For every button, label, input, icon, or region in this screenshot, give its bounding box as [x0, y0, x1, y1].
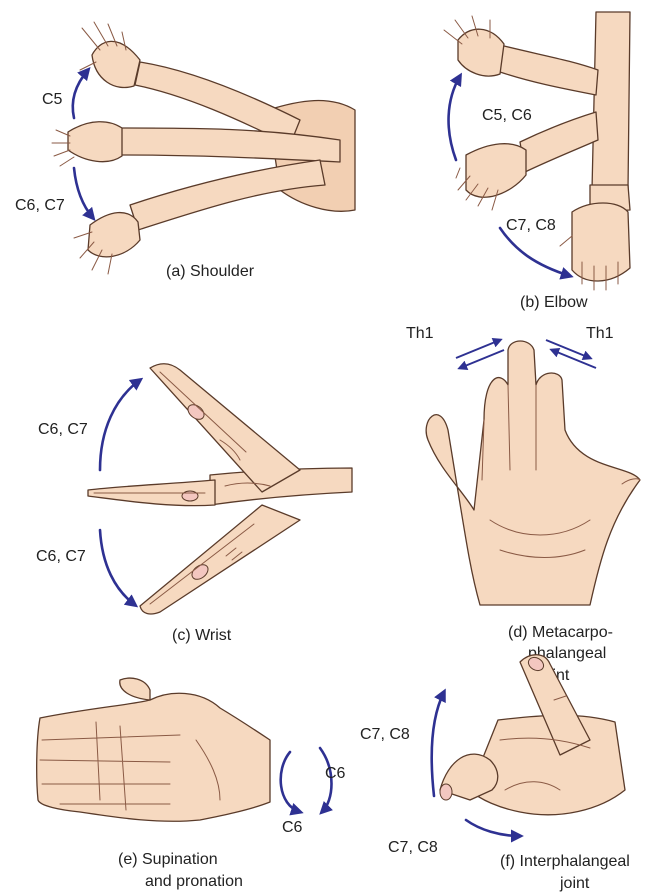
hand-middle — [466, 144, 526, 198]
thumb-e — [120, 678, 150, 700]
crease-down — [150, 524, 254, 604]
caption-a: (a) Shoulder — [166, 263, 255, 280]
hand-palm-up — [37, 693, 270, 821]
label-c6-right: C6 — [325, 765, 346, 782]
panel-e-supination: C6 C6 (e) Supination and pronation — [37, 678, 346, 890]
label-th1-left: Th1 — [406, 325, 434, 342]
panel-c-wrist: C6, C7 C6, C7 (c) Wrist — [36, 364, 352, 644]
label-wrist-up: C6, C7 — [38, 421, 88, 438]
label-c6-c7: C6, C7 — [15, 197, 65, 214]
hand-up — [458, 29, 504, 76]
arrow-if-down — [466, 820, 520, 836]
arrow-if-up — [432, 692, 444, 796]
label-c7-c8: C7, C8 — [506, 217, 556, 234]
upper-arm-vertical — [592, 12, 630, 190]
hand-horizontal — [68, 122, 122, 162]
arrow-down-c6c7 — [74, 168, 93, 218]
hand-lowered — [88, 213, 140, 257]
caption-b: (b) Elbow — [520, 294, 588, 311]
label-f-down: C7, C8 — [388, 839, 438, 856]
label-f-up: C7, C8 — [360, 726, 410, 743]
arrow-d-right-in — [546, 340, 590, 358]
arrow-pronation — [281, 752, 300, 812]
caption-d-line1: (d) Metacarpo- — [508, 624, 613, 641]
panel-b-elbow: C5, C6 C7, C8 (b) Elbow — [444, 12, 630, 311]
caption-f-line1: (f) Interphalangeal — [500, 853, 630, 870]
hand-down — [572, 203, 630, 281]
caption-c: (c) Wrist — [172, 627, 232, 644]
panel-f-interphalangeal: C7, C8 C7, C8 (f) Interphalangeal joint — [360, 655, 630, 892]
open-hand — [426, 341, 640, 605]
label-wrist-down: C6, C7 — [36, 548, 86, 565]
arrow-d-right-out — [552, 350, 596, 368]
arrow-wrist-ext — [100, 380, 140, 470]
caption-f-line2: joint — [559, 875, 590, 892]
label-c5: C5 — [42, 91, 63, 108]
fingernail-flexed — [440, 784, 452, 800]
caption-e-line1: (e) Supination — [118, 851, 218, 868]
caption-e-line2: and pronation — [145, 873, 243, 890]
label-c6-bottom: C6 — [282, 819, 303, 836]
label-th1-right: Th1 — [586, 325, 614, 342]
panel-d-metacarpophalangeal: Th1 Th1 (d) Metacarpo- phalangeal joint — [406, 325, 640, 684]
forearm-up — [500, 45, 598, 95]
arrow-extend — [500, 228, 570, 276]
arrow-flex — [449, 76, 460, 160]
arrow-up-c5 — [73, 70, 88, 118]
arrow-wrist-flex — [100, 530, 135, 605]
panel-a-shoulder: C5 C6, C7 (a) Shoulder — [15, 22, 355, 280]
label-c5-c6: C5, C6 — [482, 107, 532, 124]
hand-flexed-down — [140, 505, 300, 614]
